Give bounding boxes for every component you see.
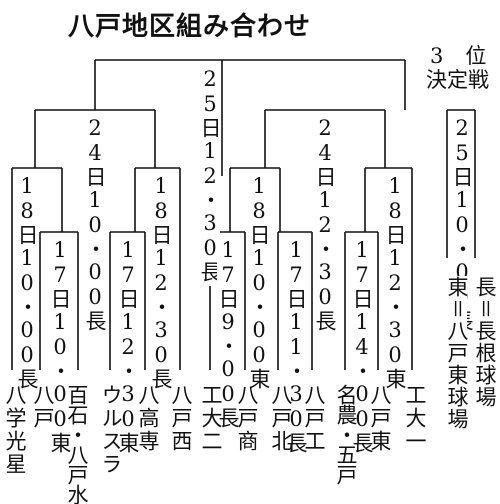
team-name: 工大一 (403, 384, 427, 453)
team-name: 八戸西 (169, 384, 193, 453)
match-semi-left: 24日10・00長 (83, 113, 107, 335)
match-r2-2: 18日12・30長 (149, 171, 173, 393)
legend-higashi: 東＝八戸東球場 (445, 276, 469, 430)
third-place-title-line1: 3位 (430, 44, 500, 68)
team-name: 八戸北 (269, 384, 293, 453)
team-name: 百石・八戸水 (65, 384, 89, 504)
match-r1-2: 17日12・30東 (116, 235, 140, 457)
third-place-title-line2: 決定戦 (426, 68, 489, 92)
team-name: 八戸 (31, 384, 55, 430)
match-semi-right: 24日12・30長 (313, 113, 337, 335)
team-name: 八高専 (136, 384, 160, 453)
page-title: 八戸地区組み合わせ (68, 12, 312, 42)
team-name: 八戸工 (302, 384, 326, 453)
match-r1-1: 17日10・00東 (48, 235, 72, 457)
team-name: 八戸商 (235, 384, 259, 453)
team-name: 工大二 (199, 384, 223, 453)
match-r2-3: 18日10・00東 (247, 171, 271, 393)
team-name: 名農・五戸 (334, 384, 358, 484)
match-r1-5: 17日14・00長 (350, 235, 374, 457)
team-name: 八戸東 (368, 384, 392, 453)
match-r1-3: 17日9・00長 (216, 235, 240, 432)
team-name: ウルスラ (99, 384, 123, 476)
match-r2-4: 18日12・30東 (383, 171, 407, 393)
team-name: 八学光星 (3, 384, 27, 476)
match-r1-4: 17日11・30長 (284, 235, 308, 457)
legend-naga: 長＝長根球場 (473, 276, 497, 408)
match-r2-1: 18日10・00長 (15, 171, 39, 393)
